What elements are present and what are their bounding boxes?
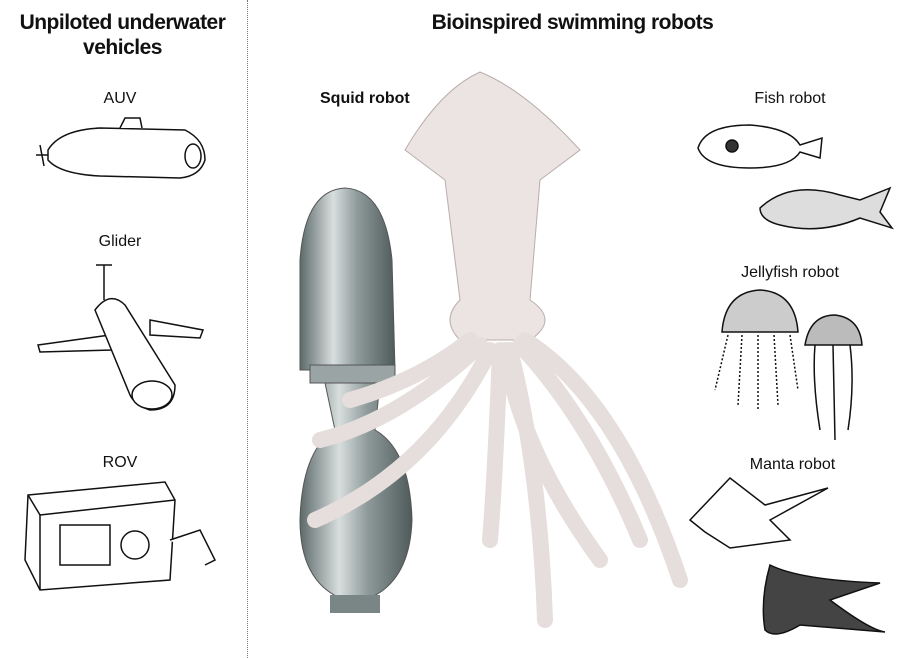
auv-label: AUV — [103, 90, 137, 107]
auv-illustration — [36, 117, 206, 179]
glider-label: Glider — [98, 233, 142, 250]
manta-robot-illustration — [688, 476, 886, 635]
jellyfish-robot-label: Jellyfish robot — [741, 264, 839, 281]
fish-robot-illustration — [697, 124, 894, 230]
glider-illustration — [37, 264, 205, 411]
fish-robot-label: Fish robot — [754, 90, 826, 107]
jellyfish-robot-illustration — [714, 289, 863, 441]
squid-robot-illustration — [299, 71, 688, 628]
left-section-title: Unpiloted underwater vehicles — [19, 11, 226, 59]
section-divider — [247, 0, 248, 658]
rov-label: ROV — [102, 454, 138, 471]
right-section-title: Bioinspired swimming robots — [431, 11, 714, 34]
manta-robot-label: Manta robot — [749, 456, 836, 473]
squid-robot-label: Squid robot — [320, 90, 410, 107]
rov-illustration — [24, 481, 217, 591]
